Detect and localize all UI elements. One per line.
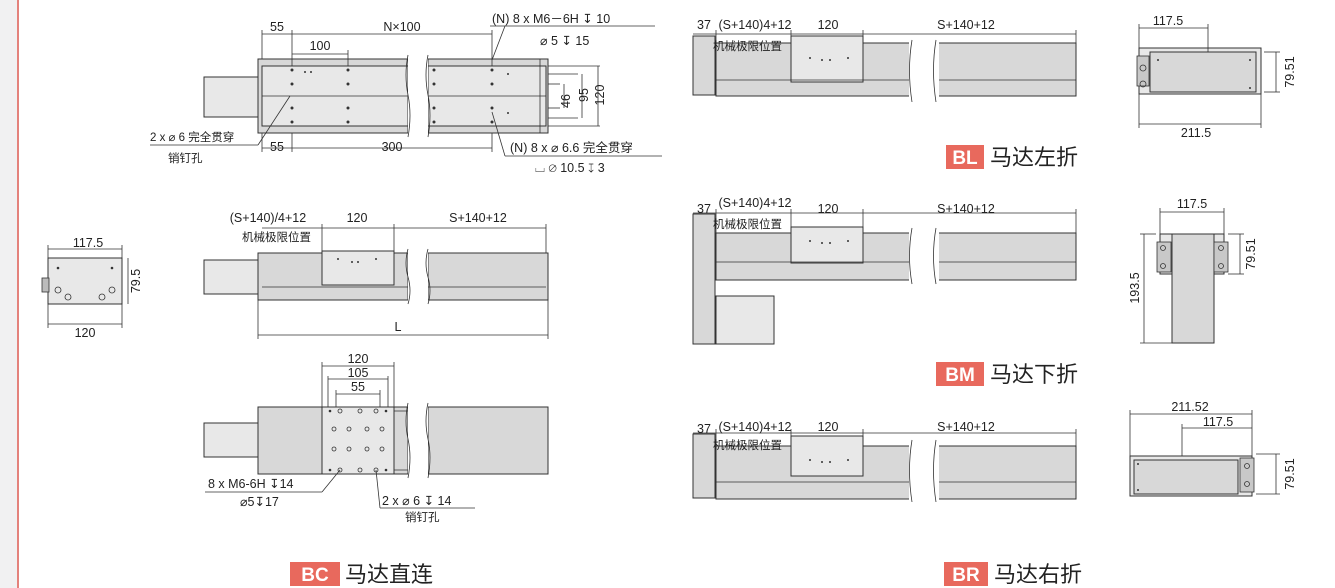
- left-accent-bar: [17, 0, 19, 588]
- caption-bl-label: 马达左折: [990, 146, 1078, 171]
- bl-dims: 37 (S+140)4+12 机械极限位置 120 S+140+12: [693, 18, 1077, 53]
- carriage-dim-55: 55: [351, 380, 365, 394]
- br-dim-37: 37: [697, 422, 711, 436]
- bl-limit-label: 机械极限位置: [713, 39, 782, 53]
- br-dims: 37 (S+140)4+12 机械极限位置 120 S+140+12: [693, 420, 1077, 452]
- caption-bc-code: BC: [301, 565, 329, 586]
- front-carriage: [321, 250, 395, 286]
- carriage-tap-depth: ⌀5↧17: [240, 495, 279, 509]
- front-carriage-dim: 120: [347, 211, 368, 225]
- dim-100: 100: [310, 39, 331, 53]
- front-length-dim: L: [395, 320, 402, 334]
- br-end-w211: 211.52: [1171, 400, 1208, 414]
- bm-end-w117: 117.5: [1177, 197, 1207, 211]
- caption-br-code: BR: [952, 565, 980, 586]
- bm-dim-37: 37: [697, 202, 711, 216]
- bl-side-view: [692, 35, 1077, 97]
- dim-46: 46: [559, 94, 573, 108]
- dim-120: 120: [593, 85, 607, 106]
- thru-holes-note: (N) 8 x ⌀ 6.6 完全贯穿: [510, 140, 633, 155]
- carriage-view: 120 105 55 105 8 x M6-6H ↧14 ⌀5↧17 2 x ⌀…: [203, 352, 549, 524]
- carriage-pin-note: 2 x ⌀ 6 ↧ 14: [382, 494, 451, 508]
- bl-carriage-dim: 120: [818, 18, 839, 32]
- caption-bl-badge: [946, 145, 984, 169]
- tap-depth-note: ⌀ 5 ↧ 15: [540, 34, 589, 48]
- end-dim-117: 117.5: [73, 236, 103, 250]
- caption-bm-label: 马达下折: [990, 363, 1078, 388]
- br-side-view: [692, 433, 1077, 500]
- front-view: (S+140)/4+12 机械极限位置 120 S+140+12 L: [203, 211, 549, 339]
- bl-limit-dim: (S+140)4+12: [719, 18, 792, 32]
- bm-carriage-dim: 120: [818, 202, 839, 216]
- caption-br-badge: [944, 562, 988, 586]
- bm-limit-dim: (S+140)4+12: [719, 196, 792, 210]
- caption-bc-badge: [290, 562, 340, 586]
- caption-bc-label: 马达直连: [345, 563, 433, 588]
- caption-bl-code: BL: [952, 148, 978, 169]
- bl-end-w211: 211.5: [1181, 126, 1211, 140]
- bm-end-h193: 193.5: [1128, 272, 1142, 303]
- caption-bc: BC 马达直连: [290, 562, 433, 588]
- br-limit-dim: (S+140)4+12: [719, 420, 792, 434]
- bl-dim-37: 37: [697, 18, 711, 32]
- bm-dims: 37 (S+140)4+12 机械极限位置 120 S+140+12: [693, 196, 1077, 233]
- break-marks: [405, 39, 939, 503]
- tap-holes-note: (N) 8 x M6－6H ↧ 10: [492, 12, 610, 26]
- caption-br-label: 马达右折: [994, 563, 1082, 588]
- bm-limit-label: 机械极限位置: [713, 217, 782, 231]
- bl-end-h79: 79.51: [1283, 56, 1297, 87]
- br-limit-label: 机械极限位置: [713, 438, 782, 452]
- carriage-tap-note: 8 x M6-6H ↧14: [208, 477, 294, 491]
- caption-bl: BL 马达左折: [946, 145, 1078, 171]
- carriage-plate: [321, 406, 395, 475]
- caption-bm: BM 马达下折: [936, 362, 1078, 388]
- bm-end-h79: 79.51: [1244, 238, 1258, 269]
- dim-55-left: 55: [270, 20, 284, 34]
- bl-stroke-dim: S+140+12: [937, 18, 995, 32]
- pin-holes-note: 2 x ⌀ 6 完全贯穿: [150, 130, 234, 144]
- dim-55-bottom: 55: [270, 140, 284, 154]
- bm-end-view: 117.5 79.51 193.5: [1128, 197, 1258, 344]
- caption-bm-badge: [936, 362, 984, 386]
- counterbore-note: ⌴ ⌀ 10.5 ↧ 3: [535, 161, 605, 175]
- dim-95: 95: [577, 88, 591, 102]
- caption-br: BR 马达右折: [944, 562, 1082, 588]
- front-limit-dim: (S+140)/4+12: [230, 211, 306, 225]
- front-limit-label: 机械极限位置: [242, 230, 311, 244]
- end-dim-79: 79.5: [129, 269, 143, 293]
- pin-holes-label: 销钉孔: [168, 151, 203, 165]
- caption-bm-code: BM: [945, 365, 975, 386]
- br-end-view: 211.52 117.5 79.51: [1129, 400, 1297, 497]
- dim-n100: N×100: [383, 20, 420, 34]
- carriage-dim-120: 120: [348, 352, 369, 366]
- end-view-body: [47, 257, 123, 305]
- br-end-h79: 79.51: [1283, 458, 1297, 489]
- dim-300: 300: [382, 140, 403, 154]
- br-carriage-dim: 120: [818, 420, 839, 434]
- br-stroke-dim: S+140+12: [937, 420, 995, 434]
- end-dim-120: 120: [75, 326, 96, 340]
- front-stroke-dim: S+140+12: [449, 211, 507, 225]
- motor-block: [203, 76, 261, 118]
- carriage-dim-105: 105: [348, 366, 369, 380]
- bl-end-w117: 117.5: [1153, 14, 1183, 28]
- bl-end-view: 117.5 79.51 211.5: [1136, 14, 1297, 140]
- end-view: 117.5 79.5 120: [41, 236, 143, 340]
- carriage-pin-label: 销钉孔: [405, 510, 440, 524]
- br-end-w117: 117.5: [1203, 415, 1233, 429]
- front-motor: [203, 259, 261, 295]
- bm-stroke-dim: S+140+12: [937, 202, 995, 216]
- bm-side-view: [692, 213, 1077, 345]
- top-view: 46 95 120 55 100 N×100 (N) 8 x M6－6H ↧ 1…: [150, 12, 662, 175]
